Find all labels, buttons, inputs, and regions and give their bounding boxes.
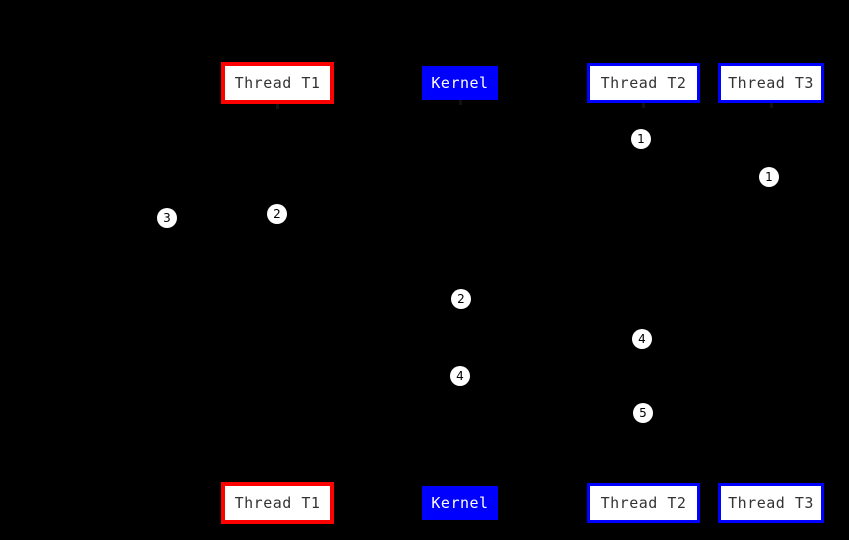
message-arrow-7 [460, 424, 643, 425]
lifeline-stub-kernel [459, 100, 462, 105]
participant-box-kernel-bottom[interactable]: Kernel [422, 486, 498, 520]
step-badge-t2-4[interactable]: 4 [632, 329, 652, 349]
step-badge-kernel-4[interactable]: 4 [450, 366, 470, 386]
participant-label-thread-t3-top: Thread T3 [728, 73, 814, 92]
participant-box-thread-t2-top[interactable]: Thread T2 [587, 63, 700, 103]
participant-label-thread-t2-bottom: Thread T2 [600, 493, 687, 512]
lifeline-stub-thread-t1 [276, 104, 279, 109]
participant-label-thread-t1-top: Thread T1 [234, 73, 321, 92]
participant-box-thread-t3-bottom[interactable]: Thread T3 [718, 483, 824, 523]
message-arrow-4 [277, 310, 460, 311]
lifeline-thread-t3 [771, 103, 772, 483]
step-badge-t2-1[interactable]: 1 [631, 129, 651, 149]
lifeline-thread-t2 [643, 103, 644, 483]
participant-box-thread-t2-bottom[interactable]: Thread T2 [587, 483, 700, 523]
participant-label-thread-t2-top: Thread T2 [600, 73, 687, 92]
message-arrow-2 [277, 190, 771, 191]
step-badge-t3-1[interactable]: 1 [759, 167, 779, 187]
lifeline-stub-thread-t2 [642, 103, 645, 108]
participant-box-thread-t1-bottom[interactable]: Thread T1 [221, 482, 334, 524]
participant-label-thread-t1-bottom: Thread T1 [234, 493, 321, 512]
message-arrow-3 [167, 230, 277, 231]
message-arrow-1 [277, 150, 643, 151]
participant-box-kernel-top[interactable]: Kernel [422, 66, 498, 100]
step-badge-t1-2[interactable]: 2 [267, 204, 287, 224]
step-badge-t2-5[interactable]: 5 [633, 403, 653, 423]
participant-box-thread-t1-top[interactable]: Thread T1 [221, 62, 334, 104]
lifeline-stub-thread-t3 [770, 103, 773, 108]
participant-label-kernel-bottom: Kernel [431, 493, 489, 512]
participant-box-thread-t3-top[interactable]: Thread T3 [718, 63, 824, 103]
step-badge-kernel-2[interactable]: 2 [451, 289, 471, 309]
participant-label-kernel-top: Kernel [431, 73, 489, 92]
participant-label-thread-t3-bottom: Thread T3 [728, 493, 814, 512]
step-badge-t1-3[interactable]: 3 [157, 208, 177, 228]
lifeline-thread-t1 [277, 104, 278, 482]
message-arrow-5 [460, 350, 643, 351]
message-arrow-6 [277, 388, 460, 389]
